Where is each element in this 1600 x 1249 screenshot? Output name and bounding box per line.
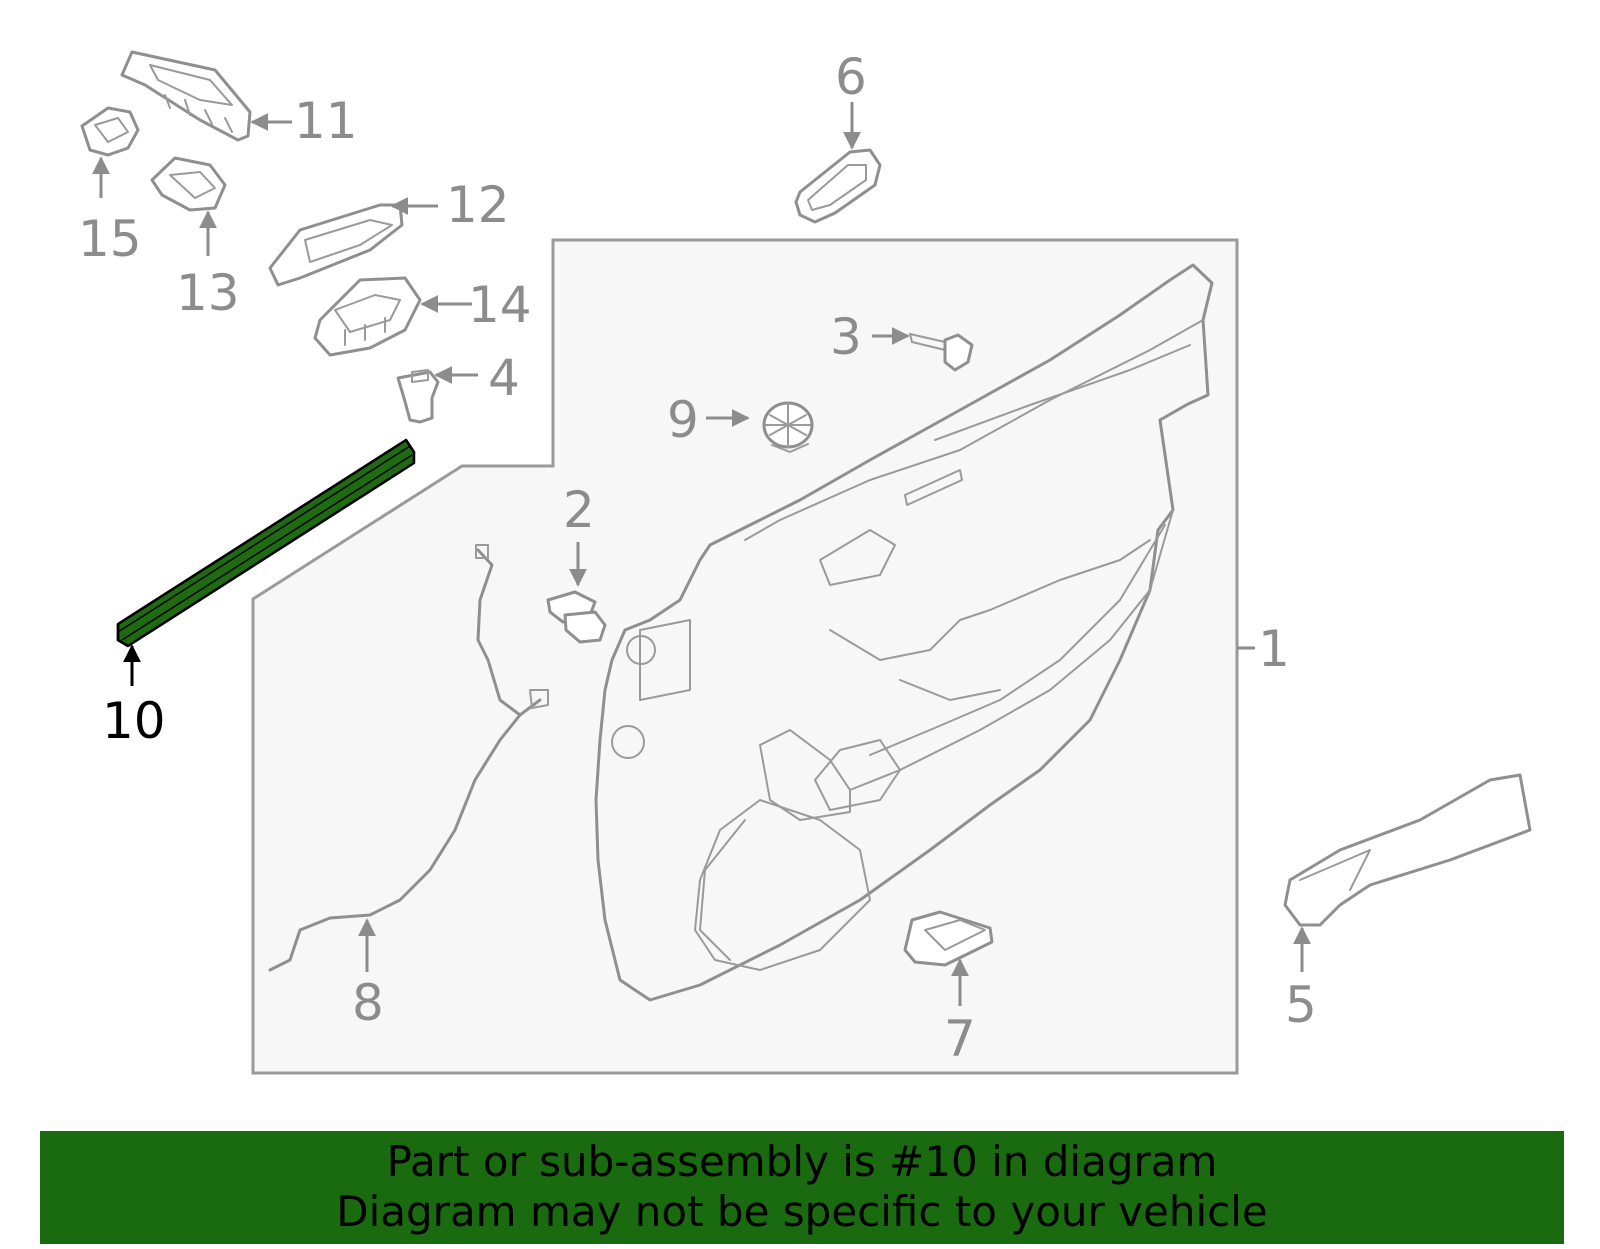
part-10-weatherstrip — [116, 438, 416, 648]
callout-1: 1 — [1258, 620, 1290, 678]
callout-10: 10 — [102, 692, 166, 750]
callout-9: 9 — [667, 391, 699, 449]
part-13-switch — [150, 156, 227, 212]
part-15-switch — [80, 106, 140, 157]
part-5-armrest-trim — [1283, 773, 1532, 927]
part-8-wire-harness — [268, 544, 549, 972]
callout-14: 14 — [468, 276, 532, 334]
part-6-handle-cover — [794, 148, 882, 224]
part-9-grommet — [762, 401, 814, 453]
callout-7: 7 — [944, 1010, 976, 1068]
part-11-switch-bezel — [120, 50, 252, 142]
callout-13: 13 — [176, 264, 240, 322]
part-14-switch-module — [313, 276, 422, 357]
callout-15: 15 — [78, 210, 142, 268]
callout-6: 6 — [835, 48, 867, 106]
callout-8: 8 — [352, 974, 384, 1032]
callout-5: 5 — [1285, 976, 1317, 1034]
callout-11: 11 — [294, 92, 358, 150]
banner-line-disclaimer: Diagram may not be specific to your vehi… — [336, 1187, 1268, 1236]
callout-12: 12 — [446, 176, 510, 234]
banner-line-part-number: Part or sub-assembly is #10 in diagram — [386, 1137, 1218, 1186]
door-trim-panel-part-1 — [594, 263, 1214, 1002]
callout-2: 2 — [563, 481, 595, 539]
assembly-frame — [251, 238, 1239, 1075]
part-2-clip — [546, 590, 607, 644]
part-7-switch — [903, 910, 994, 967]
info-banner: Part or sub-assembly is #10 in diagram D… — [40, 1131, 1564, 1244]
part-3-screw — [909, 333, 974, 372]
part-4-clip — [396, 369, 440, 424]
part-12-switch-bezel — [268, 203, 404, 287]
callout-4: 4 — [488, 349, 520, 407]
callout-3: 3 — [830, 308, 862, 366]
